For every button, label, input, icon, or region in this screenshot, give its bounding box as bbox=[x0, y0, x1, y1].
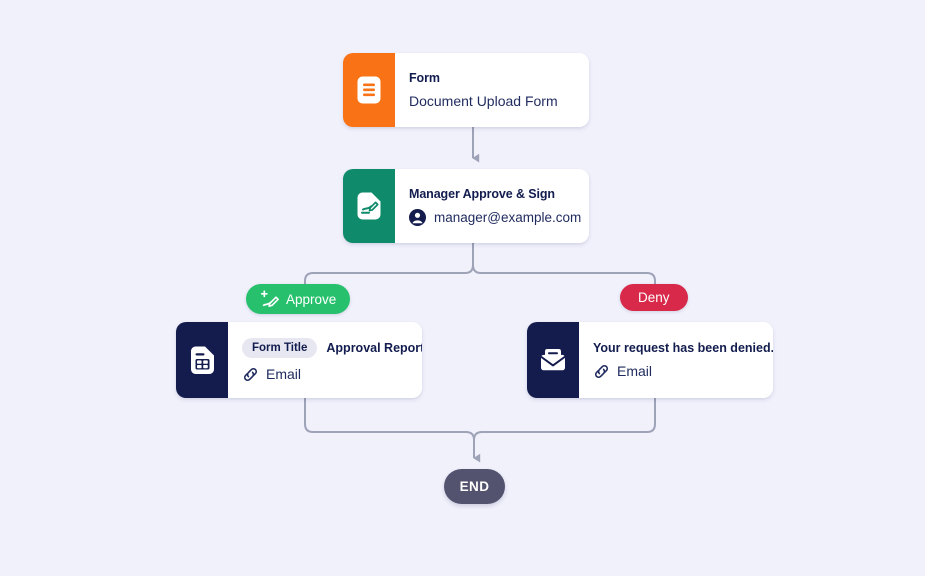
node-manager-assignee: manager@example.com bbox=[409, 208, 582, 226]
signature-document-icon bbox=[343, 169, 395, 243]
node-manager-approve-sign-body: Manager Approve & Sign manager@example.c… bbox=[395, 169, 589, 243]
badge-approve[interactable]: Approve bbox=[246, 284, 351, 314]
form-title-chip: Form Title bbox=[242, 337, 318, 358]
badge-approve-label: Approve bbox=[286, 291, 337, 307]
link-icon bbox=[242, 366, 259, 383]
node-email-denied-body: Your request has been denied. Email bbox=[579, 322, 773, 398]
link-icon bbox=[593, 363, 610, 380]
node-form[interactable]: Form Document Upload Form bbox=[343, 53, 589, 127]
form-title-value: Approval Report bbox=[326, 340, 422, 355]
node-manager-assignee-email: manager@example.com bbox=[434, 209, 582, 225]
channel-email-deny: Email bbox=[593, 363, 773, 380]
node-manager-approve-sign-title: Manager Approve & Sign bbox=[409, 186, 555, 201]
node-form-title: Form bbox=[409, 71, 440, 85]
channel-email-approve: Email bbox=[242, 366, 422, 383]
badge-deny-label: Deny bbox=[638, 290, 670, 305]
document-form-icon bbox=[343, 53, 395, 127]
node-email-approval-report[interactable]: Form Title Approval Report Email bbox=[176, 322, 422, 398]
node-end[interactable]: END bbox=[444, 469, 505, 504]
channel-email-deny-label: Email bbox=[617, 363, 653, 379]
edge-approve-email-to-end bbox=[304, 398, 481, 463]
badge-deny[interactable]: Deny bbox=[620, 284, 688, 311]
form-title-chip-row: Form Title Approval Report bbox=[242, 337, 422, 358]
channel-email-approve-label: Email bbox=[266, 366, 302, 382]
node-manager-approve-sign[interactable]: Manager Approve & Sign manager@example.c… bbox=[343, 169, 589, 243]
node-email-denied[interactable]: Your request has been denied. Email bbox=[527, 322, 773, 398]
node-form-subtitle: Document Upload Form bbox=[409, 93, 558, 109]
envelope-icon bbox=[527, 322, 579, 398]
form-report-icon bbox=[176, 322, 228, 398]
node-form-body: Form Document Upload Form bbox=[395, 53, 589, 127]
pen-signature-plus-icon bbox=[260, 290, 279, 308]
edge-deny-email-to-end bbox=[473, 398, 656, 458]
user-circle-icon bbox=[409, 208, 426, 226]
node-email-approval-report-body: Form Title Approval Report Email bbox=[228, 322, 422, 398]
node-email-denied-title: Your request has been denied. bbox=[593, 340, 773, 355]
